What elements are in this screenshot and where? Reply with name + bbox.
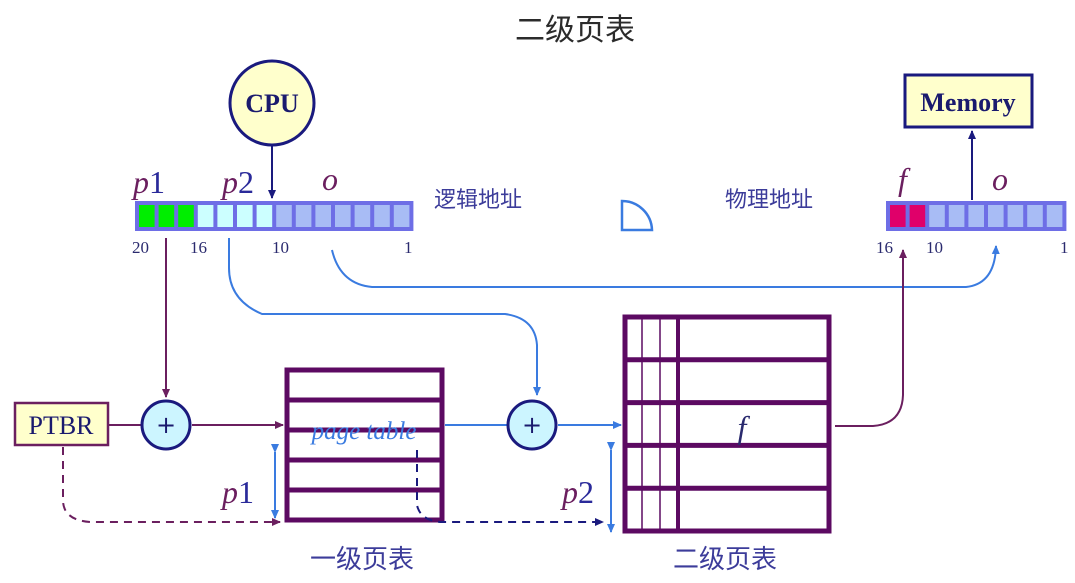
second-level-table-label: 二级页表 bbox=[673, 545, 777, 575]
page-table-entry-label: page table bbox=[310, 418, 417, 445]
field-label-o-physical: o bbox=[992, 161, 1008, 197]
svg-text:p2: p2 bbox=[560, 474, 594, 510]
logical-address-register bbox=[135, 201, 414, 231]
logical-address-label: 逻辑地址 bbox=[434, 188, 522, 213]
diagram-title: 二级页表 bbox=[515, 13, 635, 48]
field-label-o-logical: o bbox=[322, 161, 338, 197]
p2-to-adder-arrow bbox=[228, 238, 541, 396]
register-bit-o bbox=[276, 205, 292, 227]
frame-to-physical-arrow bbox=[835, 249, 907, 427]
register-bit-o bbox=[929, 205, 945, 227]
register-bit-o bbox=[1007, 205, 1024, 227]
bit-label-1: 1 bbox=[404, 238, 413, 257]
adder-2: + bbox=[506, 399, 558, 451]
offset-copy-arrow bbox=[331, 245, 1000, 288]
physical-address-label: 物理地址 bbox=[725, 188, 813, 213]
cpu-node: CPU bbox=[228, 59, 316, 147]
ptbr-register: PTBR bbox=[13, 401, 110, 447]
first-level-table-label: 一级页表 bbox=[310, 545, 414, 575]
register-bit-o bbox=[968, 205, 984, 227]
register-bit-o bbox=[374, 205, 390, 227]
p2-offset-label: p2 bbox=[560, 474, 594, 510]
register-bit-p1 bbox=[178, 205, 194, 227]
bit-label-16: 16 bbox=[190, 238, 207, 257]
register-bit-o bbox=[354, 205, 371, 227]
table-frame bbox=[284, 367, 445, 523]
adder-2-plus: + bbox=[522, 411, 542, 439]
register-frame bbox=[135, 201, 414, 231]
memory-node: Memory bbox=[903, 73, 1034, 129]
register-bit-o bbox=[335, 205, 351, 227]
physical-address-register bbox=[886, 201, 1067, 231]
svg-text:p2: p2 bbox=[220, 164, 254, 200]
register-bit-p1 bbox=[139, 205, 155, 227]
cpu-label: CPU bbox=[245, 89, 299, 118]
register-bit-f bbox=[909, 205, 926, 227]
adder-1: + bbox=[140, 399, 192, 451]
phys-bit-label-1: 1 bbox=[1060, 238, 1069, 257]
phys-bit-label-16: 16 bbox=[876, 238, 893, 257]
field-label-p2: p2 bbox=[220, 164, 254, 200]
table-frame bbox=[622, 314, 832, 534]
register-bit-p2 bbox=[217, 205, 233, 227]
memory-label: Memory bbox=[920, 88, 1015, 117]
quarter-circle-icon bbox=[620, 199, 654, 232]
table1-dashed-arrow bbox=[416, 450, 604, 526]
field-label-f: f bbox=[898, 161, 911, 197]
register-bit-o bbox=[1046, 205, 1063, 227]
field-label-p1: p1 bbox=[131, 164, 165, 200]
phys-bit-label-10: 10 bbox=[926, 238, 943, 257]
second-level-page-table bbox=[622, 314, 832, 534]
ptbr-label: PTBR bbox=[28, 411, 94, 440]
register-bit-o bbox=[393, 205, 410, 227]
register-bit-p2 bbox=[256, 205, 273, 227]
p1-offset-label: p1 bbox=[220, 474, 254, 510]
register-bit-o bbox=[315, 205, 331, 227]
register-bit-o bbox=[988, 205, 1004, 227]
ptbr-dashed-arrow bbox=[62, 447, 281, 526]
bit-label-20: 20 bbox=[132, 238, 149, 257]
register-bit-o bbox=[948, 205, 965, 227]
register-bit-f bbox=[890, 205, 906, 227]
adder-1-plus: + bbox=[156, 411, 176, 439]
register-bit-o bbox=[1027, 205, 1043, 227]
register-bit-o bbox=[295, 205, 312, 227]
register-bit-p1 bbox=[158, 205, 175, 227]
register-bit-p2 bbox=[237, 205, 253, 227]
svg-text:p1: p1 bbox=[131, 164, 165, 200]
svg-text:p1: p1 bbox=[220, 474, 254, 510]
first-level-page-table bbox=[284, 367, 445, 523]
bit-label-10: 10 bbox=[272, 238, 289, 257]
register-bit-p2 bbox=[197, 205, 214, 227]
